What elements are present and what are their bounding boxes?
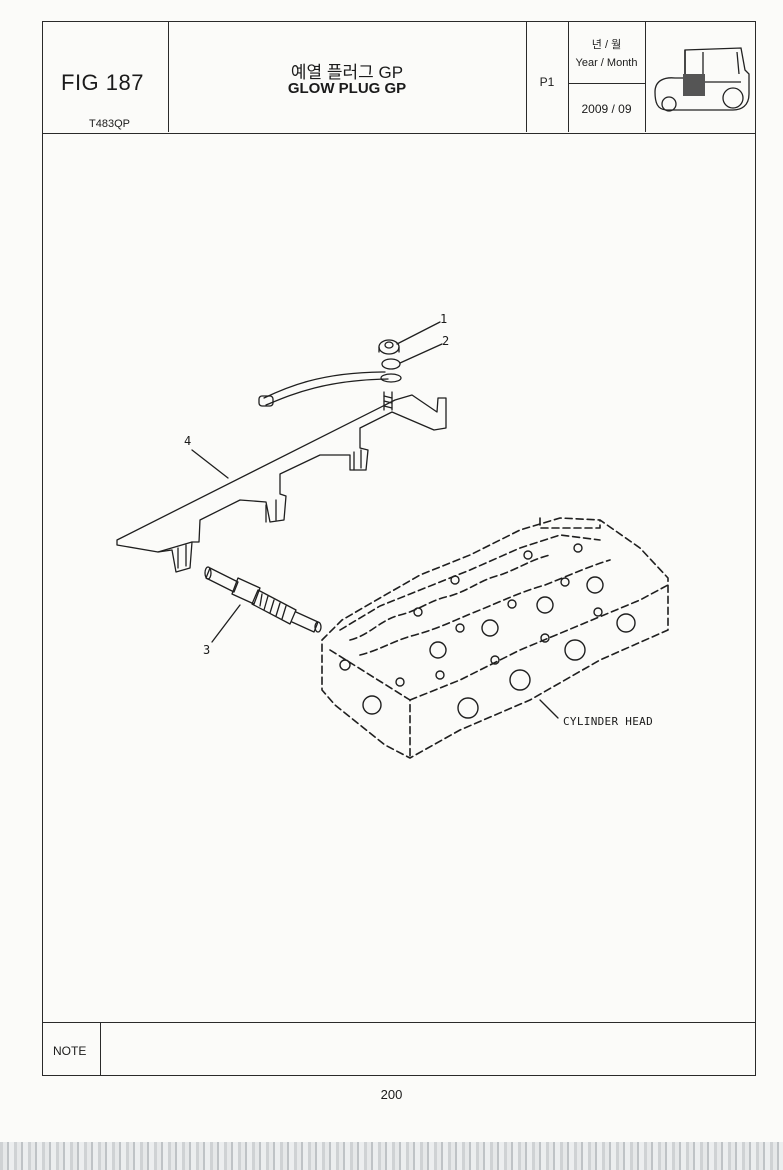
cylinder-head (321, 517, 669, 759)
page-cell: P1 (526, 22, 568, 132)
page-number: 200 (380, 1087, 403, 1102)
year-month-english: Year / Month (575, 57, 638, 69)
leader-line-1 (396, 321, 441, 345)
washer-part (380, 358, 402, 383)
revision-date: 2009 / 09 (581, 102, 632, 116)
leader-line-4 (191, 449, 229, 479)
glow-plug-bus-bar (116, 394, 447, 573)
leader-line-3 (211, 604, 241, 643)
tractor-icon-cell (645, 22, 755, 132)
leader-line-2 (399, 343, 443, 364)
year-month-korean: 년 / 월 (591, 39, 622, 51)
callout-3: 3 (203, 643, 211, 657)
scan-edge (0, 1142, 783, 1170)
callout-2: 2 (442, 334, 450, 348)
page-frame: FIG 187 T483QP 예열 플러그 GP GLOW PLUG GP P1… (42, 21, 756, 1076)
nut-part (378, 339, 400, 355)
cylinder-head-label: CYLINDER HEAD (563, 715, 653, 728)
title-cell: 예열 플러그 GP GLOW PLUG GP (168, 22, 526, 132)
title-block: FIG 187 T483QP 예열 플러그 GP GLOW PLUG GP P1… (43, 22, 755, 134)
page-label: P1 (539, 75, 555, 89)
title-english: GLOW PLUG GP (287, 80, 407, 97)
figure-number: FIG 187 (61, 70, 144, 95)
figure-cell: FIG 187 T483QP (43, 22, 168, 132)
glow-plug-lead-wire (258, 371, 389, 407)
tractor-icon (654, 47, 750, 112)
glow-plug-part (204, 566, 322, 633)
title-korean: 예열 플러그 GP (290, 63, 404, 82)
callout-1: 1 (440, 312, 448, 326)
figure-code: T483QP (89, 118, 130, 130)
callout-4: 4 (184, 434, 192, 448)
note-box: NOTE (43, 1022, 755, 1076)
year-month-cell: 년 / 월 Year / Month 2009 / 09 (568, 22, 645, 132)
leader-line-cylinder-head (539, 699, 559, 719)
note-label: NOTE (53, 1044, 87, 1058)
